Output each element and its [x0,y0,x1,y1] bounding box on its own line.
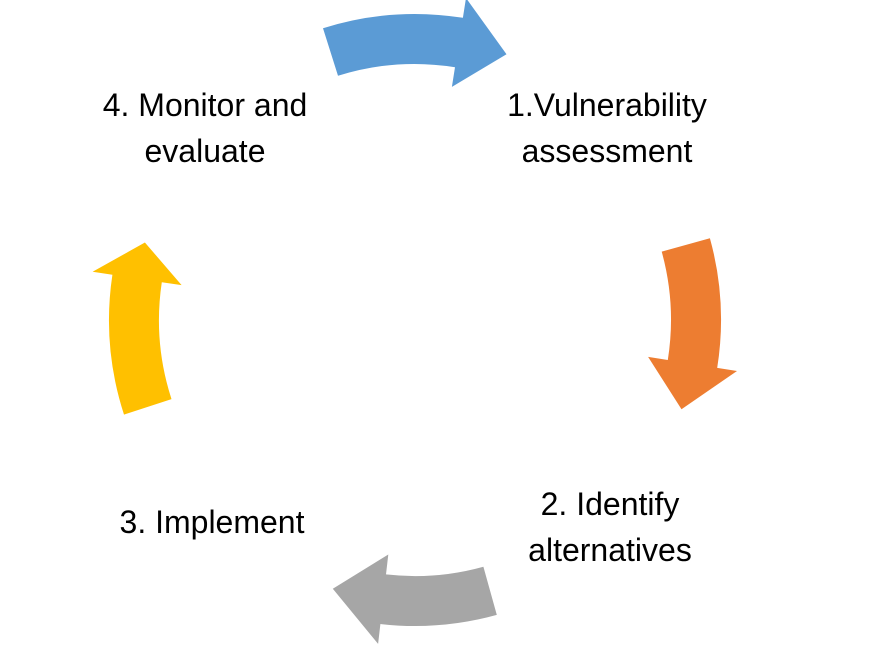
step-1-label: 1.Vulnerability assessment [507,87,707,169]
step-2-label: 2. Identify alternatives [528,486,692,568]
step-3-label: 3. Implement [119,504,305,540]
step-4-label: 4. Monitor and evaluate [102,87,308,169]
curved-arrow-up-icon [92,242,182,415]
curved-arrow-right-icon [323,0,507,87]
curved-arrow-left-icon [332,554,497,644]
curved-arrow-down-icon [648,238,737,410]
